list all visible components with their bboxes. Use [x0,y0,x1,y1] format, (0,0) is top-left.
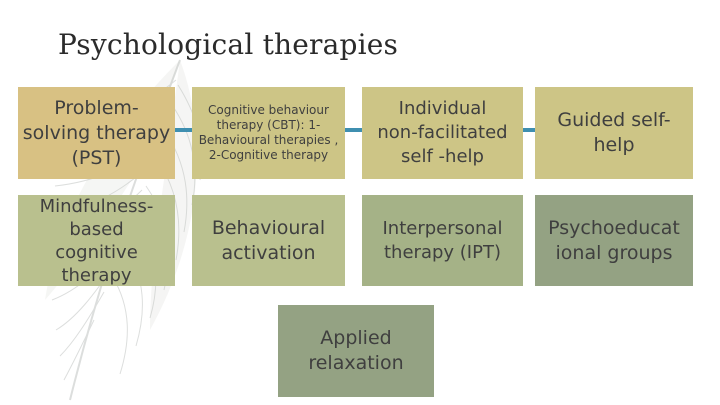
therapy-box-mbct: Mindfulness-based cognitive therapy [18,195,175,286]
therapy-box-behavioural-activation: Behavioural activation [192,195,345,286]
therapy-label: Interpersonal therapy (IPT) [382,217,503,263]
therapy-box-applied-relaxation: Applied relaxation [278,305,434,397]
therapy-label: Applied relaxation [308,327,404,374]
therapy-label: Cognitive behaviour therapy (CBT): 1-Beh… [198,103,339,162]
therapy-label: Behavioural activation [211,216,326,264]
therapy-box-pst: Problem-solving therapy (PST) [18,87,175,179]
connector-line [175,128,192,132]
therapy-label: Guided self-help [557,109,671,156]
connector-line [523,128,535,132]
page-title: Psychological therapies [58,28,399,61]
connector-line [345,128,362,132]
therapy-box-psychoeducational-groups: Psychoeducat ional groups [535,195,693,286]
therapy-label: Psychoeducat ional groups [548,216,680,264]
therapy-label: Mindfulness-based cognitive therapy [39,195,154,286]
therapy-box-cbt: Cognitive behaviour therapy (CBT): 1-Beh… [192,87,345,179]
therapy-label: Individual non-facilitated self -help [377,98,508,167]
therapy-box-ipt: Interpersonal therapy (IPT) [362,195,523,286]
therapy-box-individual-self-help: Individual non-facilitated self -help [362,87,523,179]
therapy-label: Problem-solving therapy (PST) [22,96,171,169]
therapy-box-guided-self-help: Guided self-help [535,87,693,179]
